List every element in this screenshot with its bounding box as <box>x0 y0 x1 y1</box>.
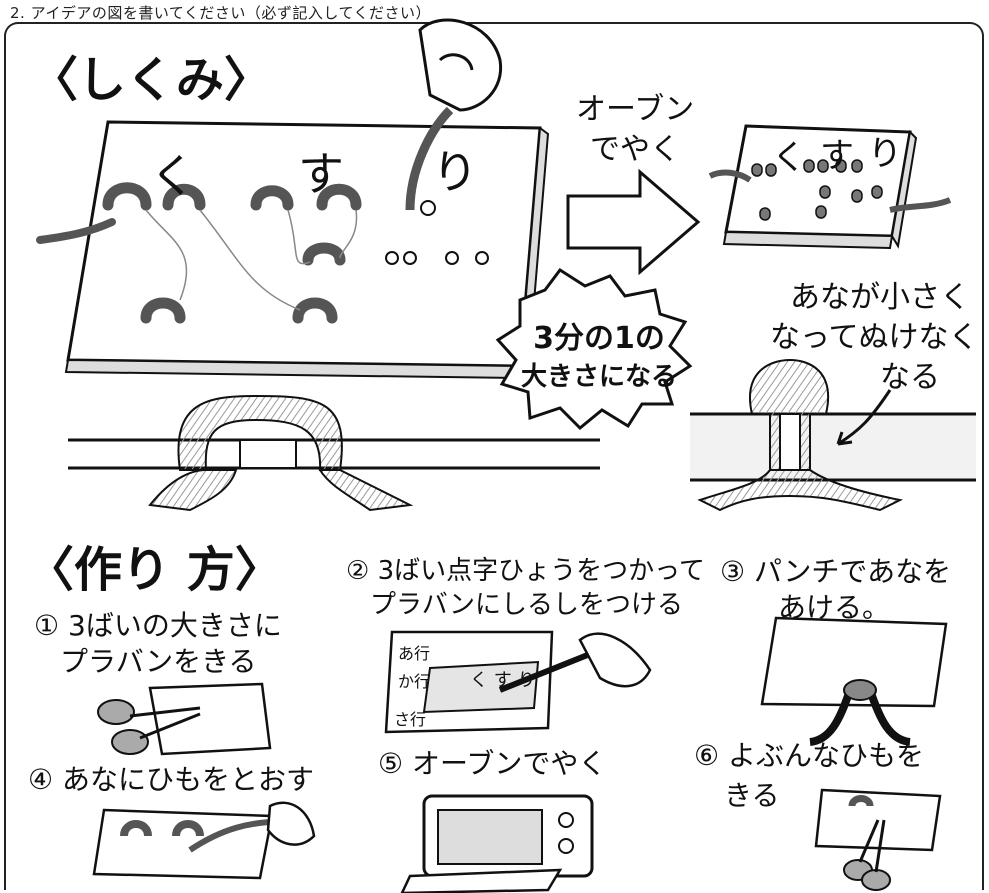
step2-text1: 3ばい点字ひょうをつかって <box>377 556 705 586</box>
step4-text1: あなにひもをとおす <box>62 763 315 796</box>
thin-string <box>145 209 358 311</box>
right-arrow <box>566 168 701 276</box>
step2-illustration <box>384 630 652 734</box>
step1-text1: 3ばいの大きさに <box>68 609 282 642</box>
chart-row-sa: さ行 <box>394 710 427 729</box>
burst-line1: 3分の1の <box>533 321 665 356</box>
note-line3: なる <box>880 360 940 395</box>
pointer-arrow <box>836 389 892 446</box>
step3-line1: ③ パンチであなを <box>720 550 951 590</box>
step6-text2: きる <box>724 779 780 812</box>
step3-number: ③ <box>720 555 746 588</box>
drawing-frame <box>4 22 984 890</box>
result-letter-ku: く <box>772 138 806 178</box>
step6-illustration <box>814 788 942 891</box>
burst-line2: 大きさになる <box>520 362 677 392</box>
hand-illustration-top <box>405 18 503 211</box>
step2-line1: ② 3ばい点字ひょうをつかって <box>346 550 705 587</box>
note-line1: あなが小さく <box>790 280 970 315</box>
mechanism-title: 〈しくみ〉 <box>30 52 272 108</box>
step3-text2: あける。 <box>778 591 891 624</box>
chart-row-ka: か行 <box>398 672 431 691</box>
step1-number: ① <box>34 609 60 642</box>
chart-row-a: あ行 <box>398 644 431 663</box>
step1-text2: プラバンをきる <box>60 645 257 678</box>
string-loops <box>102 182 362 324</box>
step6-line1: ⑥ よぶんなひもを <box>694 734 924 774</box>
step3-illustration <box>760 616 948 746</box>
board-letter-ri: り <box>432 145 478 199</box>
step5-line1: ⑤ オーブンでやく <box>378 742 606 782</box>
step4-number: ④ <box>28 763 54 796</box>
step6-text1: よぶんなひもを <box>728 739 925 772</box>
cross-section-large-hole <box>68 394 600 512</box>
braille-dots <box>385 200 489 265</box>
step1-line1: ① 3ばいの大きさに <box>34 604 282 644</box>
burst-text: 3分の1の 大きさになる <box>514 320 684 396</box>
step3-text1: パンチであなを <box>754 555 952 588</box>
large-board <box>64 120 550 380</box>
step5-text1: オーブンでやく <box>412 747 607 780</box>
result-board <box>708 124 952 250</box>
arrow-caption-line1: オーブン <box>576 92 695 127</box>
sheet-letters: く す り <box>470 670 536 691</box>
cross-section-small-hole <box>690 358 976 512</box>
result-letter-su: す <box>820 136 854 176</box>
step2-number: ② <box>346 556 370 586</box>
step1-illustration <box>97 682 272 756</box>
step4-line1: ④ あなにひもをとおす <box>28 758 314 798</box>
board-letter-ku: く <box>150 149 196 203</box>
step6-number: ⑥ <box>694 739 720 772</box>
result-letter-ri: り <box>868 134 902 174</box>
starburst <box>495 267 693 431</box>
string-tail-left <box>36 218 116 244</box>
board-letter-su: す <box>298 147 344 201</box>
method-title: 〈作り 方〉 <box>26 542 283 598</box>
step2-text2: プラバンにしるしをつける <box>370 590 684 620</box>
section-header: 2. アイデアの図を書いてください（必ず記入してください） <box>10 4 432 22</box>
step5-oven <box>400 794 594 893</box>
step5-number: ⑤ <box>378 747 404 780</box>
step4-illustration <box>92 801 316 880</box>
arrow-caption-line2: でやく <box>590 132 680 167</box>
note-line2: なってぬけなく <box>770 320 979 355</box>
